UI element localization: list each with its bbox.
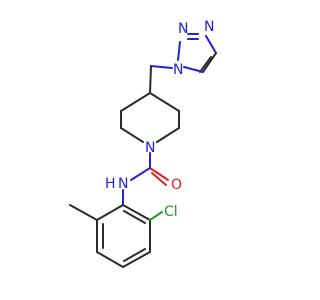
atom-label-carbonyl-o: O bbox=[171, 177, 182, 193]
atom-label-piperidine-n: N bbox=[145, 140, 155, 156]
molecule-canvas: N N N N O N H Cl bbox=[69, 19, 217, 268]
bond-ar-1 bbox=[96, 204, 124, 221]
bond-pip-4 bbox=[156, 127, 180, 143]
atom-label-n3: N bbox=[204, 19, 214, 35]
bond-c-cl bbox=[149, 211, 163, 221]
structure-diagram: N N N N O N H Cl bbox=[69, 19, 217, 268]
bond-n1-n2 bbox=[177, 41, 181, 61]
bond-c5-n1 bbox=[183, 66, 204, 73]
bond-ar-4-inner bbox=[123, 248, 146, 262]
bond-ch2-c4pip bbox=[149, 65, 152, 94]
bond-c-o-double bbox=[151, 172, 167, 186]
atom-label-amide-n: N bbox=[118, 176, 128, 192]
bond-pip-3 bbox=[120, 127, 144, 143]
bond-methyl bbox=[69, 204, 98, 221]
bond-ar-3 bbox=[96, 251, 124, 268]
bond-n3-c4 bbox=[205, 35, 217, 54]
bond-c-o bbox=[149, 167, 169, 181]
atom-label-chlorine: Cl bbox=[164, 204, 178, 220]
triazole-ring bbox=[177, 33, 217, 73]
bond-ar-6-inner bbox=[123, 210, 146, 224]
bond-c-nh bbox=[130, 167, 151, 181]
bond-c4-c5 bbox=[202, 52, 217, 73]
bond-pip-1 bbox=[120, 92, 151, 112]
atom-label-n1: N bbox=[173, 62, 183, 78]
atom-label-amide-h: H bbox=[105, 176, 116, 192]
benzene-ring bbox=[96, 204, 151, 268]
bond-n1-ch2 bbox=[150, 65, 173, 69]
piperidine-ring bbox=[120, 92, 180, 143]
bond-pip-6 bbox=[149, 92, 180, 112]
bond-ar-4 bbox=[122, 251, 151, 268]
bond-ar-6 bbox=[122, 204, 151, 221]
bond-c4-c5-double bbox=[199, 56, 212, 73]
atom-label-n2: N bbox=[178, 21, 188, 37]
